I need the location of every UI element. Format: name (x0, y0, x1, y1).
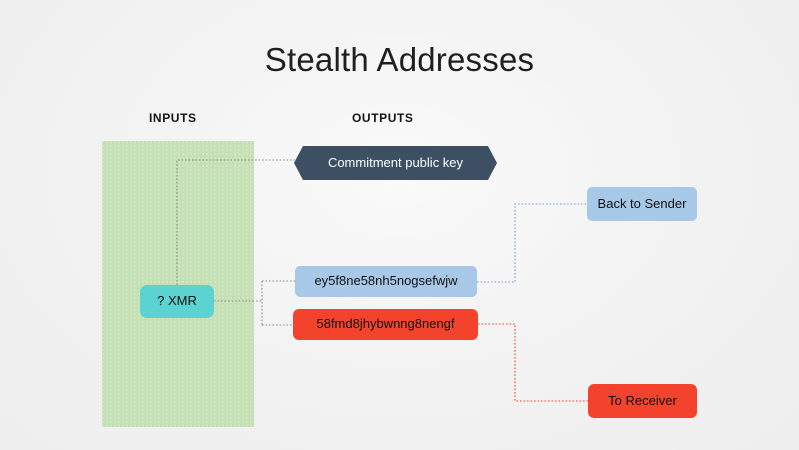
inputs-panel (102, 141, 254, 427)
node-address-red[interactable]: 58fmd8jhybwnng8nengf (293, 309, 478, 340)
column-header-inputs: INPUTS (149, 111, 197, 125)
connector-blue-address-to-back-to-sender (477, 203, 587, 283)
page-title: Stealth Addresses (264, 41, 535, 78)
node-address-blue-label: ey5f8ne58nh5nogsefwjw (314, 273, 458, 289)
node-commitment-label: Commitment public key (327, 154, 464, 170)
node-back-to-sender-label: Back to Sender (597, 195, 687, 211)
node-address-red-label: 58fmd8jhybwnng8nengf (316, 316, 455, 332)
node-to-receiver[interactable]: To Receiver (588, 384, 697, 418)
node-back-to-sender[interactable]: Back to Sender (587, 187, 697, 221)
node-xmr-amount[interactable]: ? XMR (140, 285, 214, 318)
node-xmr-label: ? XMR (157, 293, 197, 309)
node-to-receiver-label: To Receiver (608, 392, 677, 408)
connector-red-address-to-to-receiver (478, 323, 588, 402)
node-address-blue[interactable]: ey5f8ne58nh5nogsefwjw (295, 266, 477, 297)
node-commitment-public-key[interactable]: Commitment public key (294, 146, 497, 180)
column-header-outputs: OUTPUTS (352, 111, 414, 125)
